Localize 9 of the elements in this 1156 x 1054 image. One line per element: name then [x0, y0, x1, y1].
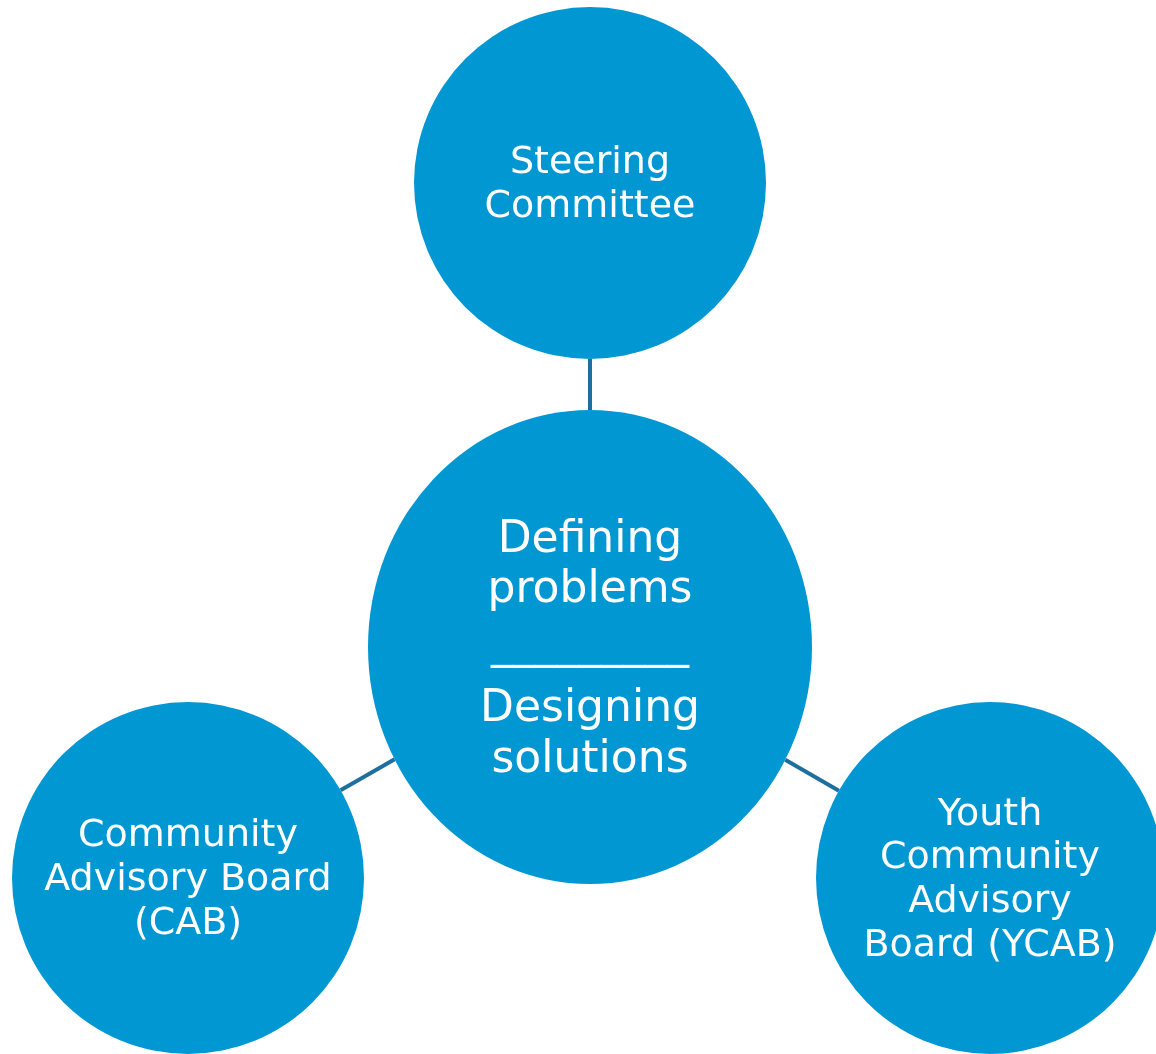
connector-line — [784, 758, 840, 793]
node-label: Steering Committee — [483, 139, 697, 227]
node-label: Youth Community Advisory Board (YCAB) — [862, 790, 1118, 966]
connector-line — [339, 757, 396, 793]
node-label: Designing solutions — [479, 681, 701, 783]
node-label: Defining problems — [486, 511, 694, 613]
node-label: _________ — [489, 616, 691, 668]
node-label: Community Advisory Board (CAB) — [43, 812, 333, 944]
connector-line — [588, 359, 592, 410]
